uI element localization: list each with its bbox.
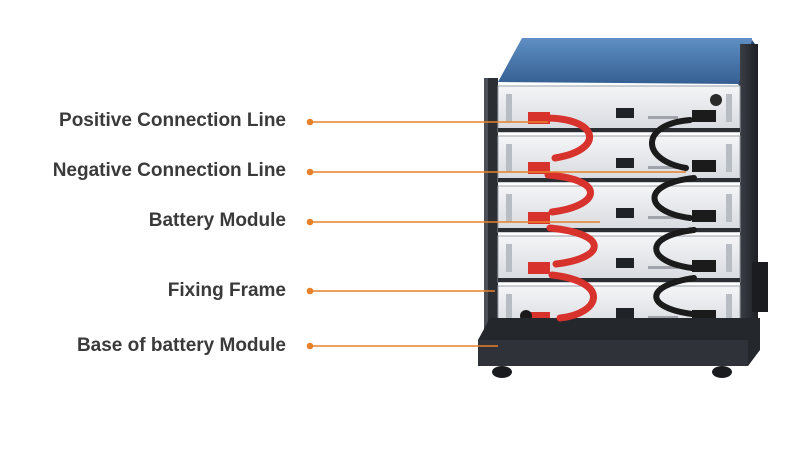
label-negative-connection-line: Negative Connection Line [52, 160, 286, 181]
module-display [616, 158, 634, 168]
module-handle-right [726, 94, 732, 122]
module-handle-left [506, 94, 512, 122]
battery-modules [497, 85, 741, 333]
module-display [616, 258, 634, 268]
module-rail [498, 128, 740, 132]
positive-terminal [528, 212, 550, 224]
negative-terminal [692, 160, 716, 172]
negative-connection-cables [649, 117, 697, 317]
module-rail [498, 178, 740, 182]
module-rail [498, 228, 740, 232]
positive-connection-cables [541, 114, 598, 322]
module-handle-right [726, 244, 732, 272]
fixing-frame-right [740, 44, 768, 344]
label-positive-connection-line: Positive Connection Line [59, 110, 286, 131]
module-handle-left [506, 144, 512, 172]
module-indicator [648, 266, 678, 269]
module-display [616, 308, 634, 318]
positive-terminal [528, 262, 550, 274]
base-of-battery-module [478, 318, 760, 378]
module-handle-right [726, 294, 732, 322]
battery-module-2 [497, 135, 741, 183]
label-base-of-battery-module: Base of battery Module [76, 335, 286, 356]
fixing-frame-left [484, 78, 498, 336]
module-indicator [648, 116, 678, 119]
battery-module-4 [497, 235, 741, 283]
negative-terminal [692, 260, 716, 272]
battery-module-1 [497, 85, 741, 133]
module-handle-left [506, 294, 512, 322]
positive-terminal [528, 162, 550, 174]
negative-terminal [692, 110, 716, 122]
label-battery-module: Battery Module [148, 210, 286, 231]
label-fixing-frame: Fixing Frame [167, 280, 286, 301]
module-handle-left [506, 194, 512, 222]
module-indicator [648, 166, 678, 169]
module-handle-right [726, 144, 732, 172]
module-display [616, 208, 634, 218]
cabinet-top [498, 38, 758, 92]
negative-terminal [692, 210, 716, 222]
module-handle-right [726, 194, 732, 222]
module-indicator [648, 216, 678, 219]
module-rail [498, 278, 740, 282]
power-knob-icon [710, 94, 722, 106]
leader-lines [306, 118, 686, 350]
module-display [616, 108, 634, 118]
module-handle-left [506, 244, 512, 272]
battery-module-3 [497, 185, 741, 233]
module-indicator [648, 316, 678, 319]
